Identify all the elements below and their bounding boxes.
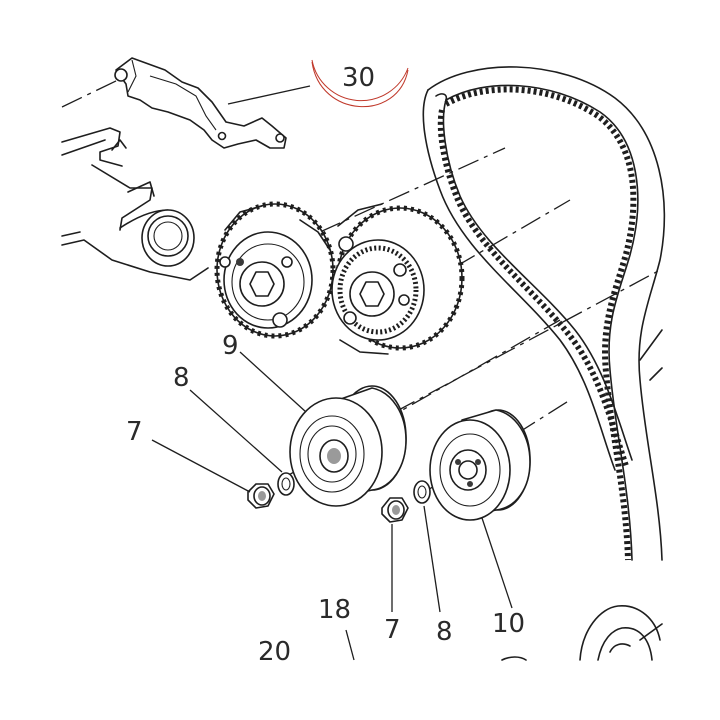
cam-pulley-right [331,203,465,355]
callout-30: 30 [342,63,375,93]
highlight-circle-30-lower [311,61,409,107]
callout-18: 18 [318,595,351,625]
crank-pulley-fragment [501,605,661,661]
timing-belt [422,66,666,641]
engine-cover-section [61,127,209,281]
callout-labels: 30 9 8 7 7 8 10 18 20 [126,63,525,667]
washer-right-part-8 [413,480,431,504]
callout-7-right: 7 [384,615,401,645]
highlight-circle-30 [311,59,409,102]
callout-9: 9 [222,331,239,361]
nut-left-part-7 [247,483,275,509]
leader-lines [151,85,513,661]
callout-7-left: 7 [126,417,143,447]
idler-pulley-10 [429,409,531,521]
callout-8-left: 8 [173,363,190,393]
bracket-part-30 [114,57,287,149]
washer-left-part-8 [277,472,295,496]
nut-right-part-7 [381,497,409,523]
callout-20: 20 [258,637,291,667]
cam-pulley-left [214,201,336,339]
callout-8-right: 8 [436,617,453,647]
callout-10: 10 [492,609,525,639]
idler-pulley-9 [289,385,407,507]
